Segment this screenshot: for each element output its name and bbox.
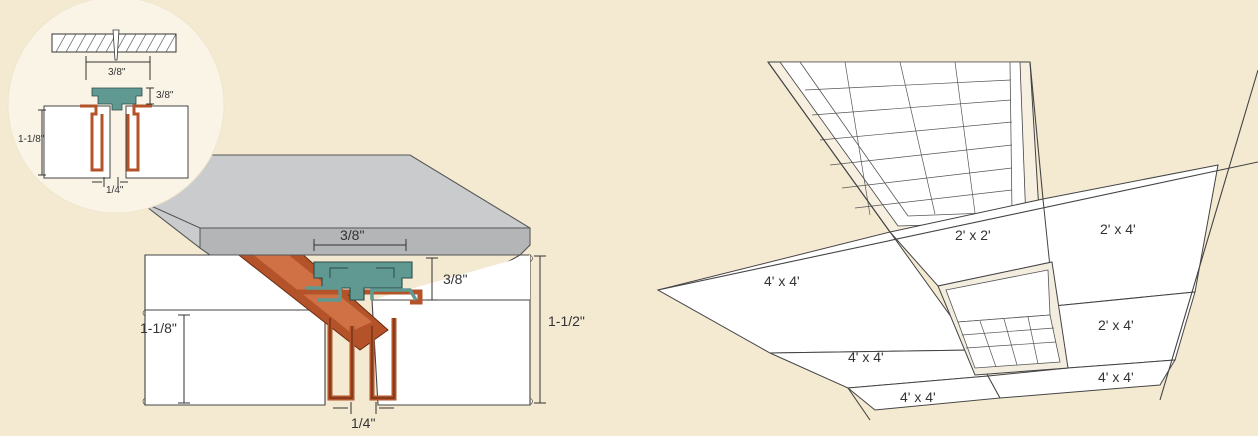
right-panel-block [371, 254, 533, 406]
cap-height-label: 3/8" [443, 271, 467, 287]
cap-width-label: 3/8" [340, 227, 364, 243]
inset-cap-height-label: 3/8" [156, 90, 174, 101]
teal-cap [306, 261, 418, 302]
label-4x4-left: 4' x 4' [764, 273, 800, 289]
label-4x4-center: 4' x 4' [848, 349, 884, 365]
label-4x4-bottom-right: 4' x 4' [1098, 369, 1134, 385]
gap-width-label: 1/4" [351, 415, 375, 431]
light-fixture [937, 261, 1069, 376]
inset-gap-width-label: 1/4" [106, 185, 124, 196]
label-2x4-mid-right: 2' x 4' [1098, 317, 1134, 333]
label-2x4-top-right: 2' x 4' [1100, 221, 1136, 237]
detail-dimensions [178, 239, 546, 414]
label-4x4-bottom: 4' x 4' [900, 389, 936, 405]
ceiling-layout: 4' x 4' 2' x 2' 2' x 4' 2' x 4' 4' x 4' … [656, 61, 1258, 421]
label-2x2-top: 2' x 2' [955, 227, 991, 243]
inset-detail: 3/8" 3/8" 1-1/8" 1/4" [7, 0, 225, 214]
left-panel-block [142, 254, 327, 406]
cover-plate [137, 154, 531, 256]
inset-cap-width-label: 3/8" [108, 67, 126, 78]
panel-joint-detail: 3/8" 3/8" 1-1/2" 1-1/8" 1/4" [137, 154, 585, 431]
skylight-recess [767, 61, 1041, 233]
panel-depth-label: 1-1/8" [140, 320, 177, 336]
inset-panel-depth-label: 1-1/8" [18, 134, 45, 145]
total-depth-label: 1-1/2" [548, 313, 585, 329]
